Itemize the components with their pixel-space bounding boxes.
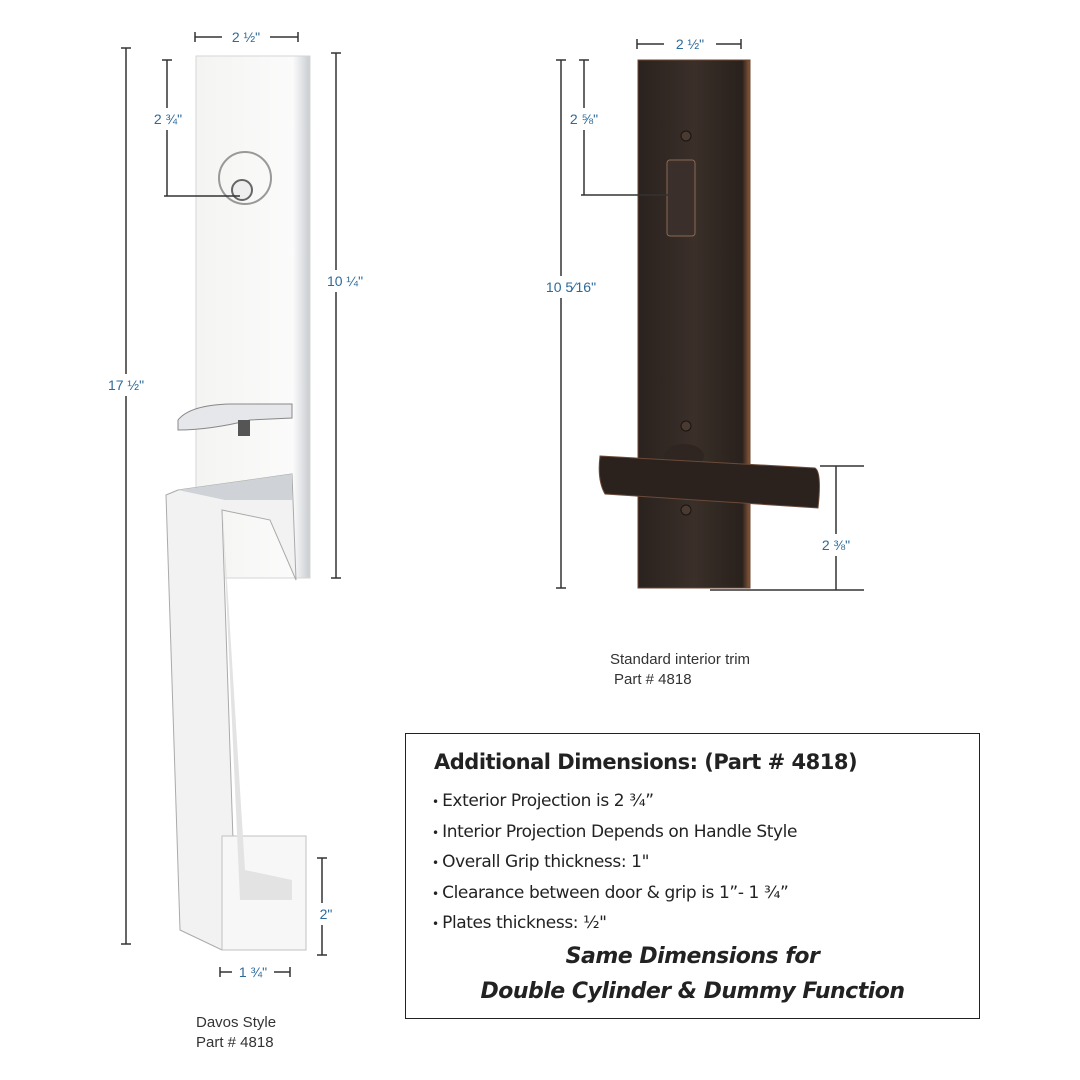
list-item: Exterior Projection is 2 ¾” [432, 787, 797, 818]
right-dimension-lines [556, 39, 864, 591]
additional-dimensions-box: Additional Dimensions: (Part # 4818) Ext… [405, 733, 980, 1019]
dim-left-plate-height: 10 ¼" [327, 273, 363, 289]
interior-trim-caption: Standard interior trim Part # 4818 [610, 650, 750, 690]
list-item: Plates thickness: ½" [432, 909, 797, 940]
dimension-list: Exterior Projection is 2 ¾” Interior Pro… [432, 787, 797, 940]
interior-trim-part: Part # 4818 [614, 671, 692, 688]
box-title: Additional Dimensions: (Part # 4818) [434, 750, 858, 774]
note-line-2: Double Cylinder & Dummy Function [480, 979, 905, 1004]
dim-right-width: 2 ½" [676, 36, 704, 52]
note-line-1: Same Dimensions for [565, 944, 820, 969]
list-item: Clearance between door & grip is 1”- 1 ¾… [432, 879, 797, 910]
davos-handleset [165, 55, 311, 951]
list-item: Overall Grip thickness: 1" [432, 848, 797, 879]
interior-trim [598, 59, 820, 589]
dim-left-keyhole: 2 ¾" [154, 111, 182, 127]
dim-left-width: 2 ½" [232, 29, 260, 45]
dim-left-base: 2" [320, 906, 333, 922]
davos-caption: Davos Style Part # 4818 [196, 1013, 276, 1053]
list-item: Interior Projection Depends on Handle St… [432, 818, 797, 849]
dim-right-lever: 2 ⅜" [822, 537, 850, 553]
dim-left-base-width: 1 ¾" [239, 964, 267, 980]
dim-right-plate-height: 10 5⁄16" [546, 279, 596, 295]
davos-part: Part # 4818 [196, 1034, 274, 1051]
dim-right-turn: 2 ⅝" [570, 111, 598, 127]
left-dimension-lines [121, 32, 341, 977]
interior-trim-name: Standard interior trim [610, 651, 751, 668]
davos-name: Davos Style [196, 1014, 277, 1031]
dim-left-overall: 17 ½" [108, 377, 144, 393]
